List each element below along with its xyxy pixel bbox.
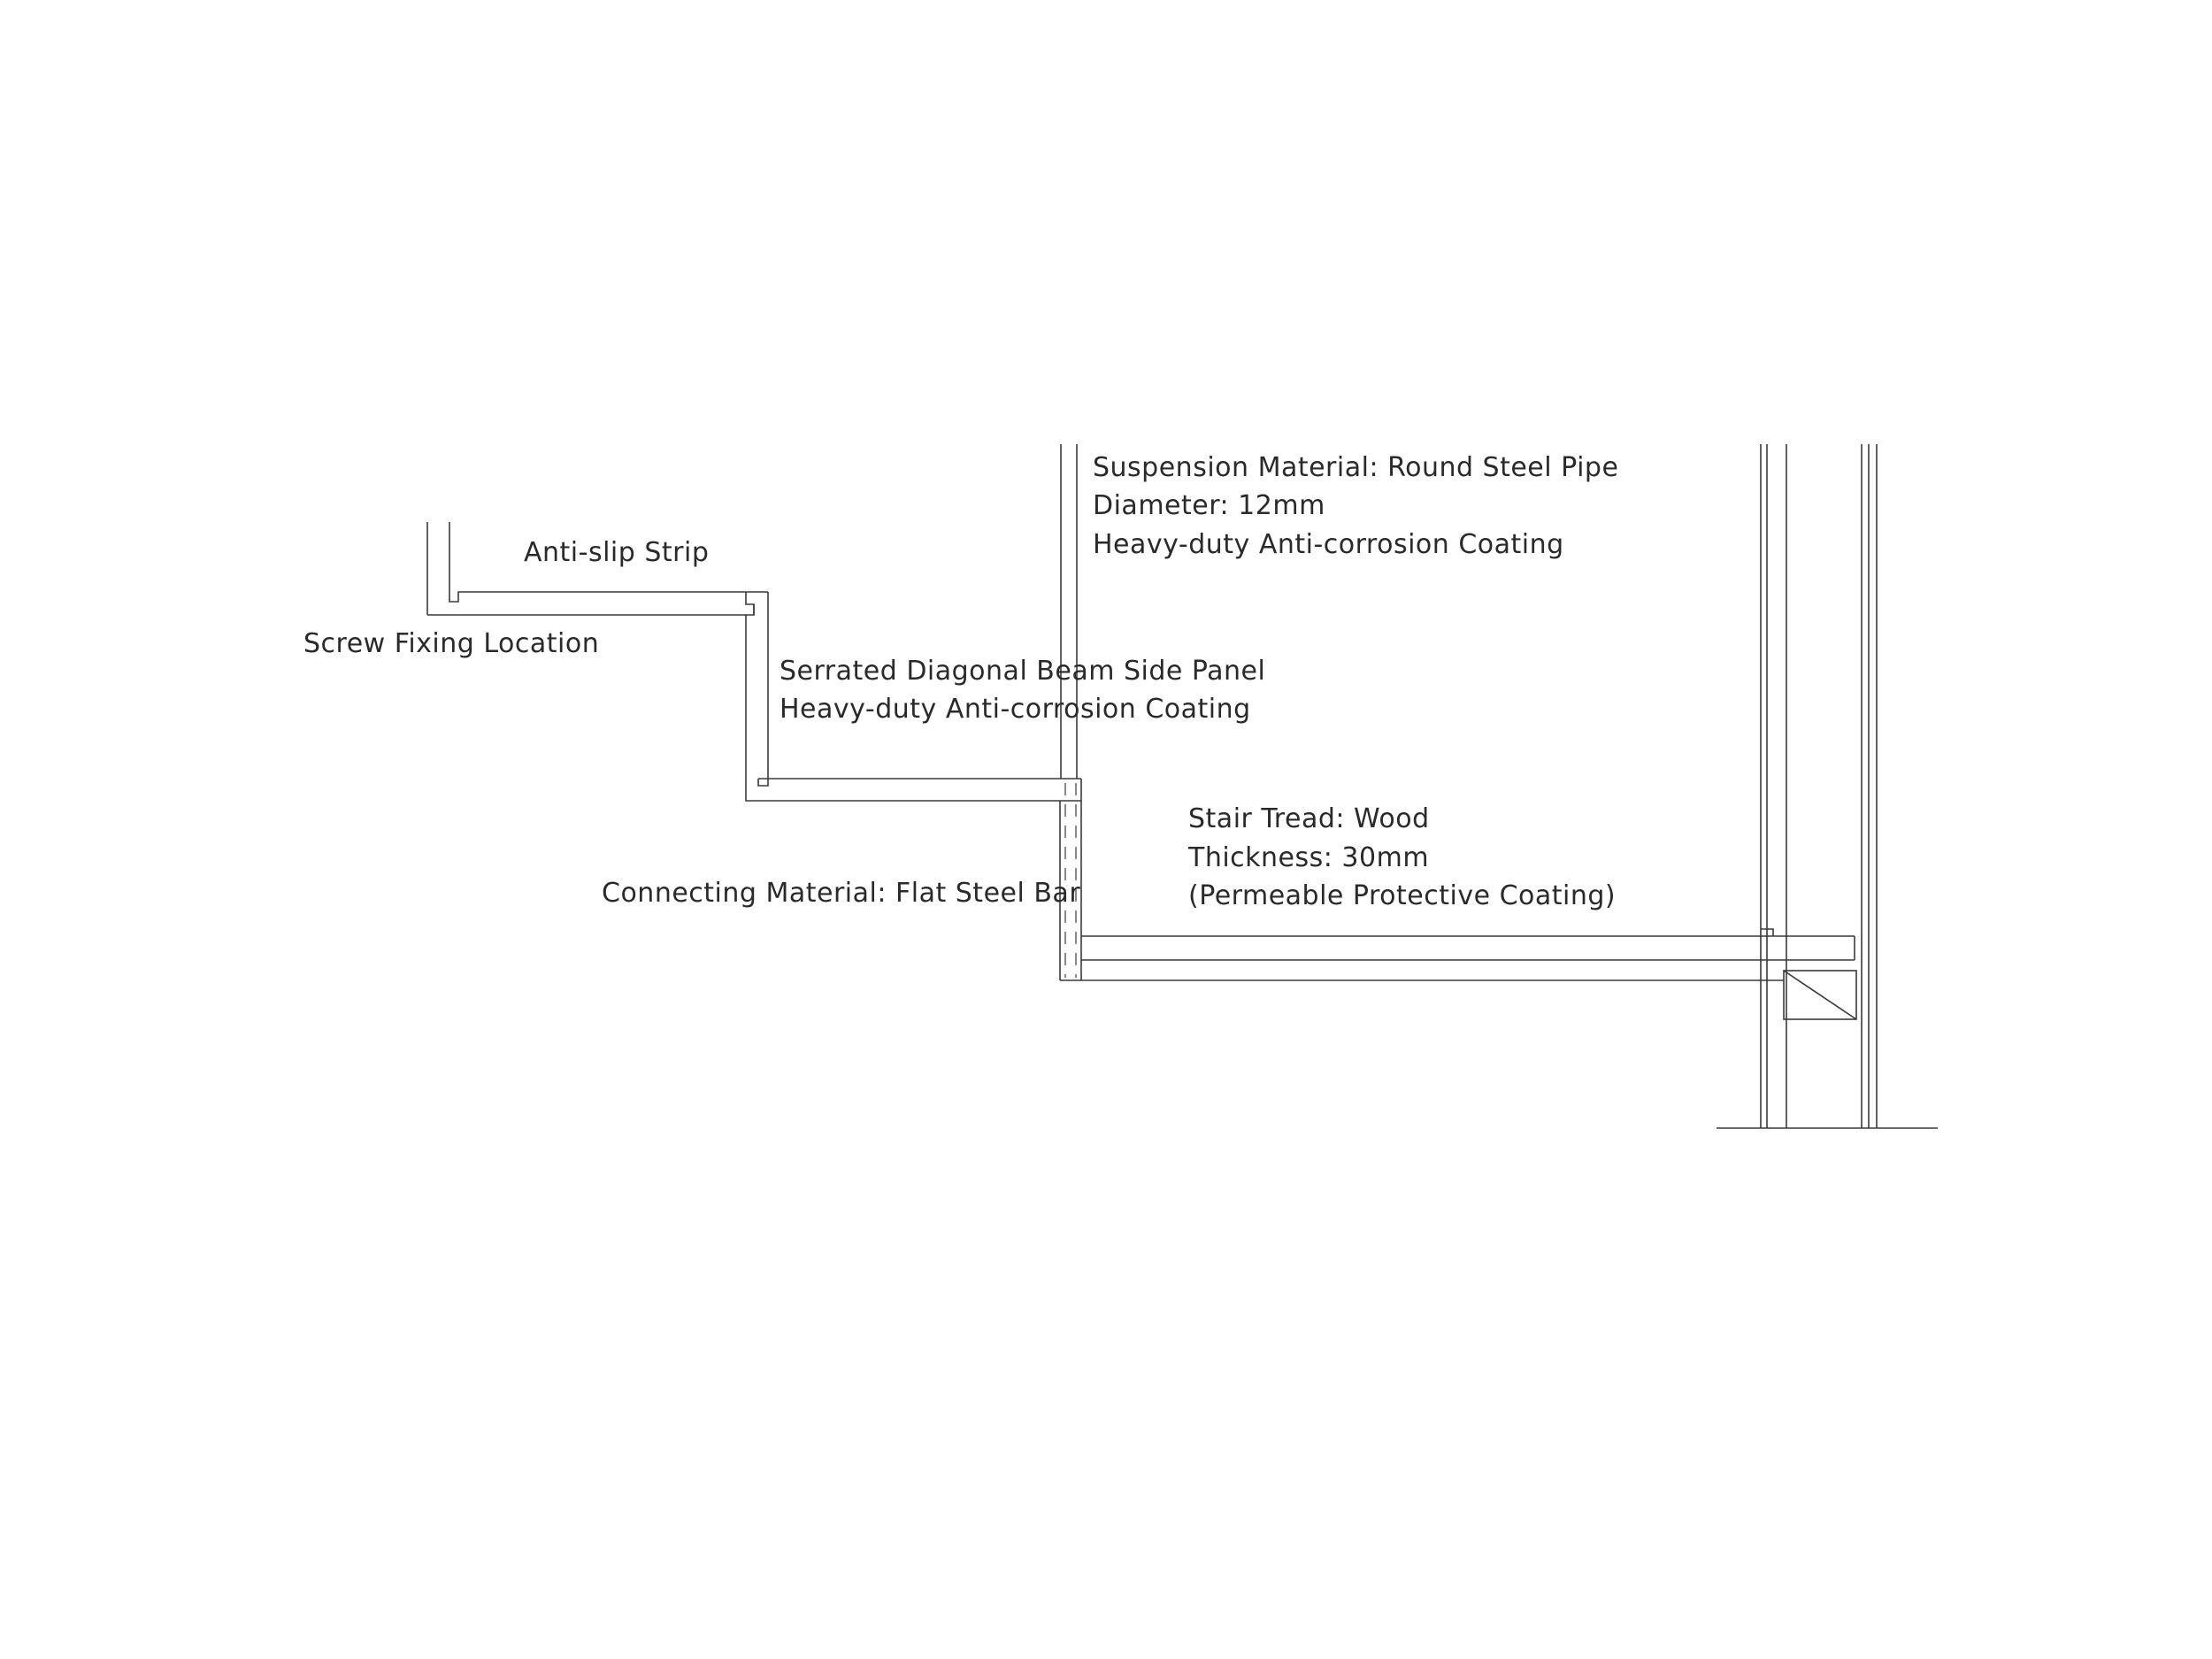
screw-fixing-location-label: Screw Fixing Location [303,628,600,659]
side-panel-coating-label: Heavy-duty Anti-corrosion Coating [780,694,1251,725]
suspension-material-label: Suspension Material: Round Steel Pipe [1093,452,1619,483]
side-panel-label: Serrated Diagonal Beam Side Panel [780,656,1266,687]
diameter-label: Diameter: 12mm [1093,490,1325,521]
middle-tread [745,778,1082,980]
thickness-label: Thickness: 30mm [1188,842,1430,873]
suspension-coating-label: Heavy-duty Anti-corrosion Coating [1093,529,1564,560]
stair-tread-label: Stair Tread: Wood [1188,803,1430,834]
flat-steel-bar [1064,783,1077,978]
connecting-material-label: Connecting Material: Flat Steel Bar [602,878,1081,909]
wall-stringer [1717,444,1938,1129]
bottom-tread [1060,935,1855,981]
anti-slip-strip-label: Anti-slip Strip [524,537,710,568]
upper-tread [427,592,769,779]
tread-coating-label: (Permeable Protective Coating) [1188,880,1617,911]
suspension-pipe [1060,444,1078,779]
top-step [426,522,768,615]
